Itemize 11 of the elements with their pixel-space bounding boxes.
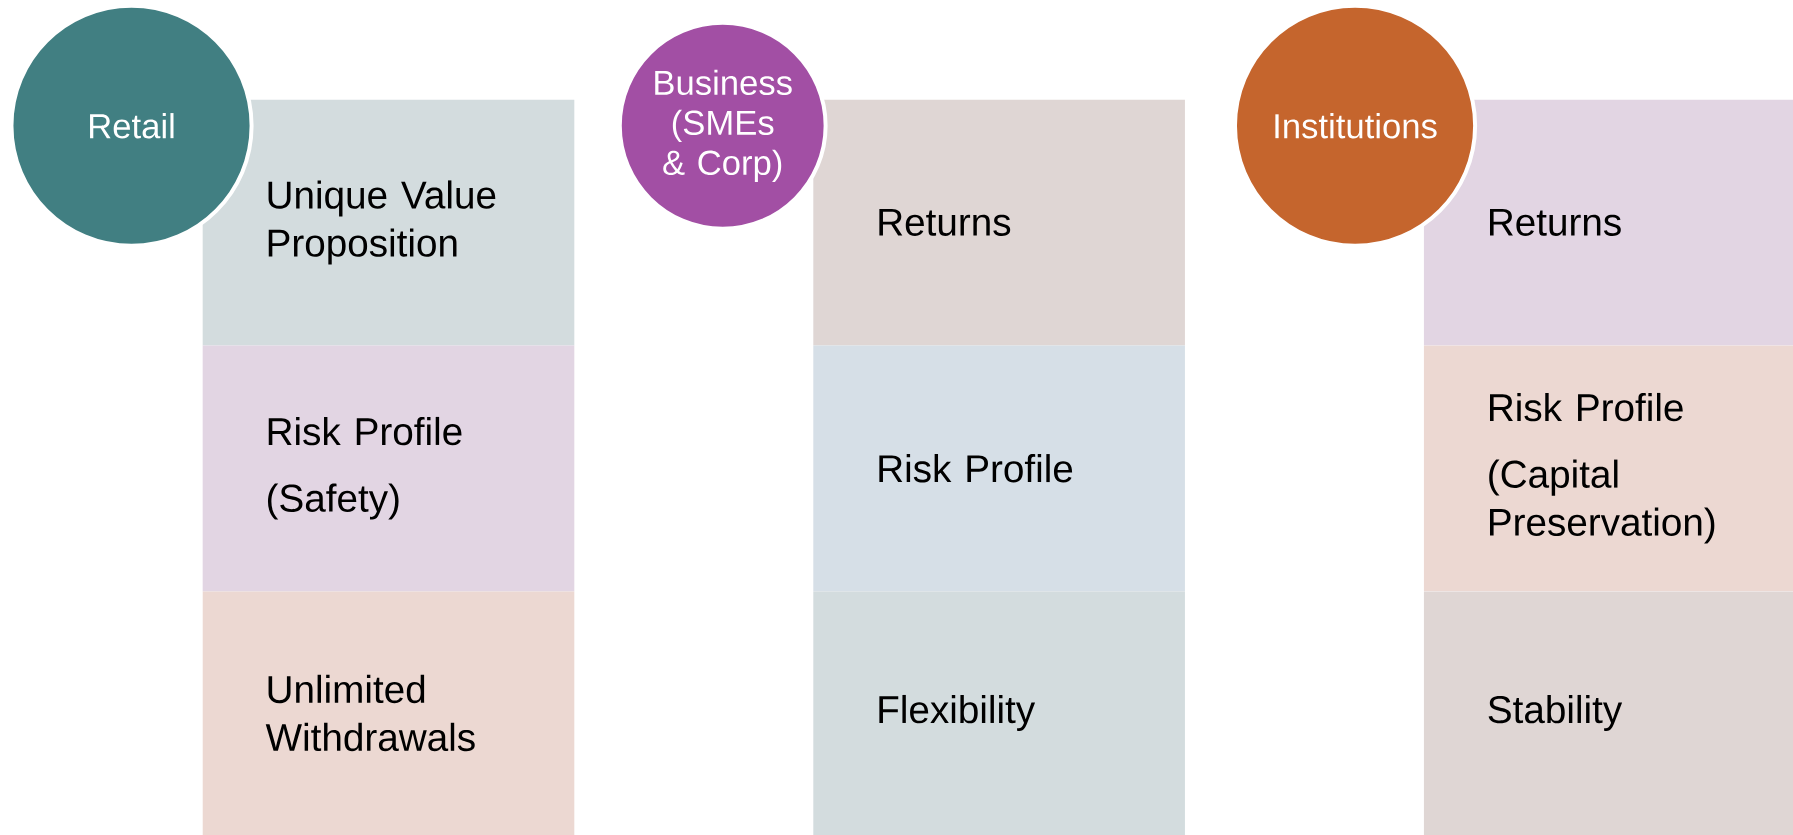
circle-label: Institutions: [1233, 3, 1478, 248]
text-box: Unlimited Withdrawals: [202, 591, 575, 835]
text-box: Risk Profile (Safety): [202, 345, 575, 592]
text-box: Risk Profile: [813, 345, 1185, 592]
text-box: Returns: [813, 99, 1185, 346]
circle-label: Retail: [9, 3, 254, 248]
circle-label: Business (SMEs & Corp): [617, 20, 828, 231]
text-box: Stability: [1423, 591, 1793, 835]
text-box: Risk Profile (Capital Preservation): [1423, 345, 1793, 592]
text-box: Flexibility: [813, 591, 1185, 835]
text-box: Unique Value Proposition: [202, 99, 575, 346]
